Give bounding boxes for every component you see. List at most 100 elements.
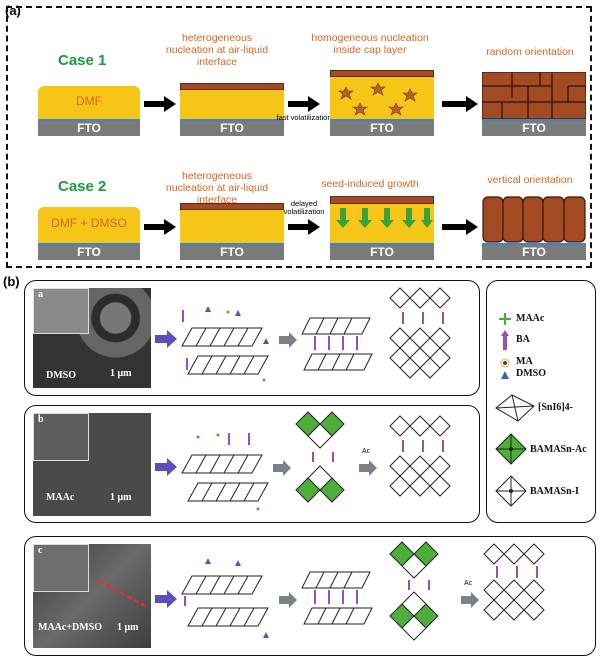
case1-step3: random orientation xyxy=(486,46,574,58)
ac-lattice-c3 xyxy=(389,541,439,641)
legend-bamasn-ac: BAMASn-Ac xyxy=(530,444,587,455)
case2-fto-3: FTO xyxy=(330,245,434,260)
row-letter: a xyxy=(38,289,43,300)
gray-arrow-icon xyxy=(273,460,291,476)
nuclei-star-icons xyxy=(338,82,418,116)
legend-dmso: DMSO xyxy=(516,368,546,379)
case2-solution-3 xyxy=(330,204,434,243)
gray-arrow-icon xyxy=(461,592,479,608)
green-down-arrows-icons xyxy=(336,208,433,228)
case1-solution-3 xyxy=(330,77,434,119)
legend-ma: MA xyxy=(516,356,533,367)
case1-transition: fast volatilization xyxy=(276,113,332,122)
gray-arrow-icon xyxy=(279,332,297,348)
case1-title: Case 1 xyxy=(58,52,107,69)
panel-a-frame xyxy=(6,6,592,268)
case2-step2: seed-induced growth xyxy=(321,178,419,190)
arrow-right-icon xyxy=(144,96,176,112)
case2-step3: vertical orientation xyxy=(487,174,573,186)
arrow-right-icon xyxy=(144,219,176,235)
layered-lattice-c2 xyxy=(301,571,373,625)
maac-icon xyxy=(499,313,511,325)
sample-label: MAAc+DMSO xyxy=(38,622,103,633)
fto-interface xyxy=(482,243,586,245)
case1-step2: homogeneous nucleation inside cap layer xyxy=(311,32,429,56)
case1-fto-2: FTO xyxy=(180,121,284,136)
perovskite-lattice-b3 xyxy=(389,415,451,497)
ac-label: Ac xyxy=(464,580,473,587)
ma-icon xyxy=(500,358,510,368)
case1-solution xyxy=(38,86,140,119)
scale-bar-label: 1 μm xyxy=(110,492,132,503)
gray-arrow-icon xyxy=(279,592,297,608)
legend-frame xyxy=(486,280,596,523)
case2-transition: delayed volatilization xyxy=(283,199,325,216)
row-c-frame xyxy=(24,536,596,656)
case2-solution-2 xyxy=(180,210,284,243)
fto-interface xyxy=(482,119,586,121)
arrow-right-icon xyxy=(288,219,320,235)
sample-label: MAAc xyxy=(46,492,75,503)
dmso-icon xyxy=(501,371,509,379)
fto-interface xyxy=(38,119,140,121)
fto-interface xyxy=(330,119,434,121)
case2-step1: heterogeneous nucleation at air-liquid i… xyxy=(165,170,269,206)
sem-inset xyxy=(33,288,89,334)
ac-lattice-b2 xyxy=(295,411,345,503)
purple-arrow-icon xyxy=(155,458,177,476)
fto-interface xyxy=(330,243,434,245)
layered-lattice-a1 xyxy=(181,306,269,382)
perovskite-cap xyxy=(180,83,284,90)
layered-lattice-c1 xyxy=(181,558,269,638)
sni6-octahedron-icon xyxy=(495,394,535,422)
case1-fto-3: FTO xyxy=(330,121,434,136)
case2-fto-1: FTO xyxy=(38,245,140,260)
case1-solvent: DMF xyxy=(76,94,102,108)
row-letter: b xyxy=(38,414,44,425)
legend-maac: MAAc xyxy=(516,313,545,324)
scale-bar-label: 1 μm xyxy=(117,622,139,633)
sem-inset xyxy=(33,544,89,592)
perovskite-lattice-a3 xyxy=(389,287,451,379)
vertical-grains-film xyxy=(482,196,586,243)
red-dashed-line xyxy=(98,579,148,609)
purple-arrow-icon xyxy=(155,590,177,608)
case2-title: Case 2 xyxy=(58,178,107,195)
fto-interface xyxy=(38,243,140,245)
layered-lattice-a2 xyxy=(301,317,373,371)
legend-bamasn-i: BAMASn-I xyxy=(530,486,579,497)
case1-step1: heterogeneous nucleation at air-liquid i… xyxy=(165,32,269,68)
case2-fto-4: FTO xyxy=(482,245,586,260)
ba-icon xyxy=(501,330,509,350)
legend-ba: BA xyxy=(516,334,530,345)
layered-lattice-b1 xyxy=(181,433,269,511)
random-grains-film xyxy=(482,72,586,119)
perovskite-cap xyxy=(330,196,434,204)
arrow-right-icon xyxy=(442,96,478,112)
bamasn-ac-icon xyxy=(495,433,527,465)
fto-interface xyxy=(180,119,284,121)
case2-solvent: DMF + DMSO xyxy=(51,216,127,230)
arrow-right-icon xyxy=(288,96,320,112)
perovskite-lattice-c4 xyxy=(483,543,545,621)
purple-arrow-icon xyxy=(155,330,177,348)
sample-label: DMSO xyxy=(46,370,76,381)
case2-solution xyxy=(38,207,140,243)
perovskite-cap xyxy=(180,203,284,210)
arrow-right-icon xyxy=(442,219,478,235)
perovskite-cap xyxy=(330,70,434,77)
case1-fto-1: FTO xyxy=(38,121,140,136)
row-a-frame xyxy=(24,280,480,396)
case1-solution-2 xyxy=(180,90,284,119)
row-letter: c xyxy=(38,545,43,556)
case2-fto-2: FTO xyxy=(180,245,284,260)
row-b-frame xyxy=(24,405,480,523)
panel-b-label: (b) xyxy=(3,274,20,289)
case1-fto-4: FTO xyxy=(482,121,586,136)
gray-arrow-icon xyxy=(359,460,377,476)
scale-bar-label: 1 μm xyxy=(110,368,132,379)
fto-interface xyxy=(180,243,284,245)
ac-label: Ac xyxy=(362,448,371,455)
legend-sni6: [SnI6]4- xyxy=(538,402,574,413)
sem-inset xyxy=(33,413,89,461)
